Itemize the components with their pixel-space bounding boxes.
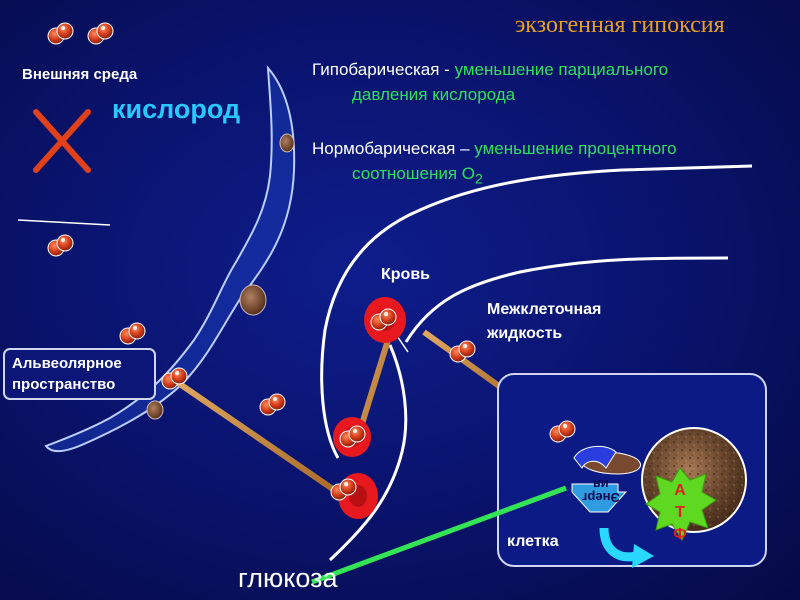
glucose-label: глюкоза xyxy=(238,563,337,594)
alveolar-space-box: Альвеолярное пространство xyxy=(3,348,156,400)
hypobaric-desc-1: уменьшение парциального xyxy=(455,60,669,79)
energy-label: Энерг ия xyxy=(582,478,620,504)
membrane-nucleus-bottom xyxy=(147,401,163,419)
membrane-nucleus-small xyxy=(280,134,294,152)
normobaric-desc-1: уменьшение процентного xyxy=(474,139,676,158)
intercellular-label-1: Межклеточная xyxy=(487,298,601,322)
energy-label-1: Энерг xyxy=(582,491,620,504)
oxygen-label: кислород xyxy=(112,94,240,125)
atp-letter-a: А xyxy=(672,480,688,502)
atp-letter-t: Т xyxy=(672,502,688,524)
hypobaric-term: Гипобарическая xyxy=(312,60,439,79)
alveolar-label-1: Альвеолярное xyxy=(12,353,154,374)
intercellular-label-2: жидкость xyxy=(487,322,601,346)
slide-title: экзогенная гипоксия xyxy=(515,12,725,39)
membrane-nucleus-large xyxy=(240,285,266,315)
cell-label: клетка xyxy=(507,533,559,551)
atp-letter-f: Ф xyxy=(672,524,688,546)
external-env-label: Внешняя среда xyxy=(22,66,137,83)
normobaric-term: Нормобарическая xyxy=(312,139,455,158)
intercellular-label: Межклеточная жидкость xyxy=(487,298,601,346)
atp-label: А Т Ф xyxy=(672,480,688,546)
normobaric-definition: Нормобарическая – уменьшение процентного… xyxy=(312,136,677,192)
hypobaric-dash: - xyxy=(439,60,454,79)
normobaric-desc-2: соотношения О xyxy=(352,164,475,183)
alveolar-label-2: пространство xyxy=(12,374,154,395)
normobaric-dash: – xyxy=(455,139,474,158)
hypobaric-definition: Гипобарическая - уменьшение парциального… xyxy=(312,57,668,107)
normobaric-sub: 2 xyxy=(475,171,483,187)
blood-label: Кровь xyxy=(381,266,430,284)
hypobaric-desc-2: давления кислорода xyxy=(312,82,668,107)
